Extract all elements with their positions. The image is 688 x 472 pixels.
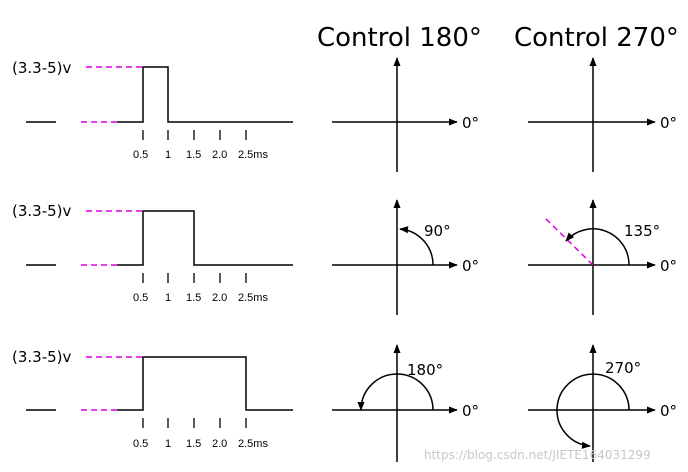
rotation-arc [399,226,434,266]
rotation-arc [565,228,630,266]
tick-label: 2.0 [212,438,227,450]
watermark: https://blog.csdn.net/JIETE164031299 [424,448,651,462]
row-2: (3.3-5)v 0.5 1 1.5 2.0 2.5ms 90° 0° 135°… [12,199,677,315]
title-control-270: Control 270° [514,23,679,53]
zero-label: 0° [462,257,479,275]
voltage-label: (3.3-5)v [12,348,72,366]
rotation-arc [357,373,434,411]
tick-label: 2.0 [212,149,227,161]
tick-marks [142,130,247,140]
angle-135-dash [544,217,594,266]
row-1: (3.3-5)v 0.5 1 1.5 2.0 2.5ms 0° 0° [12,57,677,172]
tick-label: 2.5ms [238,149,268,161]
title-control-180: Control 180° [317,23,482,53]
tick-label: 1 [165,292,171,304]
tick-label: 0.5 [133,292,148,304]
tick-label: 2.0 [212,292,227,304]
zero-label: 0° [462,114,479,132]
zero-label: 0° [660,402,677,420]
tick-label: 1.5 [186,149,201,161]
tick-label: 1 [165,438,171,450]
angle-label-270: 270° [605,359,641,377]
tick-marks [142,418,247,428]
zero-label: 0° [462,402,479,420]
rotation-arc [556,373,630,449]
voltage-label: (3.3-5)v [12,59,72,77]
tick-label: 2.5ms [238,438,268,450]
tick-label: 2.5ms [238,292,268,304]
tick-label: 0.5 [133,149,148,161]
pwm-pulse [117,66,293,123]
zero-label: 0° [660,114,677,132]
pwm-pulse [117,356,293,411]
angle-label-90: 90° [424,222,451,240]
tick-label: 1.5 [186,438,201,450]
angle-label-135: 135° [624,222,660,240]
tick-marks [142,273,247,283]
angle-label-180: 180° [407,361,443,379]
voltage-label: (3.3-5)v [12,202,72,220]
tick-label: 1.5 [186,292,201,304]
zero-label: 0° [660,257,677,275]
tick-label: 1 [165,149,171,161]
pwm-pulse [117,210,293,266]
tick-label: 0.5 [133,438,148,450]
row-3: (3.3-5)v 0.5 1 1.5 2.0 2.5ms 180° 0° 270… [12,344,677,462]
